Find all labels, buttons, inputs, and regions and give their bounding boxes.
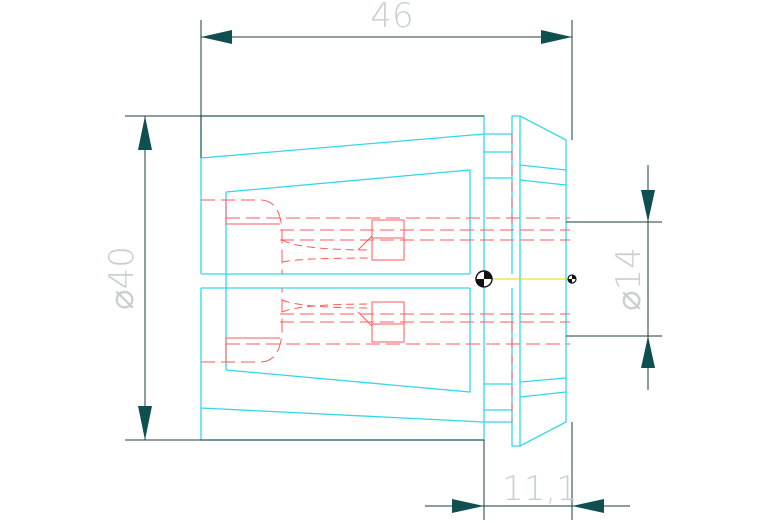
collet-outline bbox=[200, 115, 567, 447]
dimension-bore-diameter: ⌀14 bbox=[609, 247, 649, 311]
dimension-arrows bbox=[138, 30, 655, 513]
arrow-down-40 bbox=[138, 406, 152, 440]
arrow-left-46 bbox=[201, 30, 232, 44]
center-marker-large-icon bbox=[475, 270, 493, 288]
arrow-down-14 bbox=[641, 190, 655, 222]
dimension-outer-diameter: ⌀40 bbox=[102, 246, 142, 310]
hidden-lines bbox=[201, 134, 570, 422]
dimension-overall-length: 46 bbox=[370, 0, 413, 36]
arrow-right-11 bbox=[452, 499, 484, 513]
arrow-right-46 bbox=[541, 30, 572, 44]
dimension-lines bbox=[125, 20, 662, 520]
arrow-up-40 bbox=[138, 116, 152, 150]
arrow-left-11 bbox=[572, 499, 604, 513]
arrow-up-14 bbox=[641, 336, 655, 368]
dimension-front-length: 11,1 bbox=[502, 469, 578, 509]
center-marker-small-icon bbox=[567, 274, 577, 284]
